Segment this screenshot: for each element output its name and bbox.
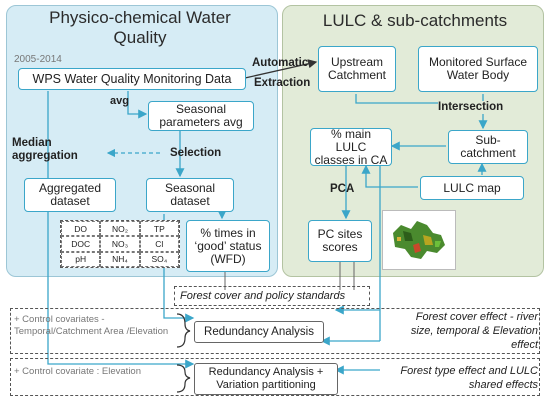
good-status-box: % times in ‘good’ status (WFD): [186, 220, 270, 272]
seasonal-dataset-box: Seasonal dataset: [146, 178, 234, 212]
avg-label: avg: [110, 95, 129, 107]
parameter-cell: pH: [61, 251, 101, 267]
forest-type-effect-label: Forest type effect and LULC shared effec…: [400, 365, 538, 391]
parameter-cell: NH₄: [100, 251, 140, 267]
parameter-cell: Cl: [139, 236, 179, 252]
forest-policy-label: Forest cover and policy standards: [180, 290, 346, 302]
monitored-water-body-box: Monitored Surface Water Body: [418, 46, 538, 92]
lulc-map-box: LULC map: [420, 176, 524, 200]
extraction-label: Extraction: [254, 77, 311, 89]
parameter-cell: NO₂: [100, 221, 140, 237]
seasonal-avg-box: Seasonal parameters avg: [148, 101, 254, 131]
rda-section-1: [10, 308, 540, 354]
parameter-cell: SO₄: [139, 251, 179, 267]
rda-section-2: [10, 358, 540, 396]
parameter-cell: DOC: [61, 236, 101, 252]
upstream-catchment-box: Upstream Catchment: [318, 46, 396, 92]
selection-label: Selection: [170, 147, 222, 159]
forest-policy-box: [174, 286, 370, 306]
rda-box-1: Redundancy Analysis: [194, 321, 324, 343]
automatic-label: Automatic: [252, 57, 309, 69]
intersection-label: Intersection: [438, 101, 504, 114]
lulc-map-image: [382, 210, 456, 270]
years-label: 2005-2014: [14, 54, 62, 65]
physicochemical-title: Physico-chemical Water Quality: [49, 8, 231, 47]
pca-label: PCA: [330, 183, 355, 195]
lulc-classes-box: % main LULC classes in CA: [310, 127, 392, 166]
control-covariates-1: + Control covariates - Temporal/Catchmen…: [14, 314, 169, 337]
pc-scores-box: PC sites scores: [308, 220, 372, 262]
parameter-cell: TP: [139, 221, 179, 237]
subcatchment-box: Sub-catchment: [448, 130, 528, 164]
control-covariates-2: + Control covariate : Elevation: [14, 366, 141, 377]
forest-cover-effect-label: Forest cover effect - river size, tempor…: [410, 311, 538, 351]
median-aggregation-label: Median aggregation: [12, 137, 78, 162]
parameter-cell: NO₃: [100, 236, 140, 252]
aggregated-dataset-box: Aggregated dataset: [24, 178, 116, 212]
parameters-grid: DO NO₂ TP DOC NO₃ Cl pH NH₄ SO₄: [60, 220, 180, 268]
lulc-title: LULC & sub-catchments: [322, 11, 508, 30]
rda-box-2: Redundancy Analysis + Variation partitio…: [194, 363, 338, 395]
wps-data-box: WPS Water Quality Monitoring Data: [18, 68, 246, 90]
parameter-cell: DO: [61, 221, 101, 237]
